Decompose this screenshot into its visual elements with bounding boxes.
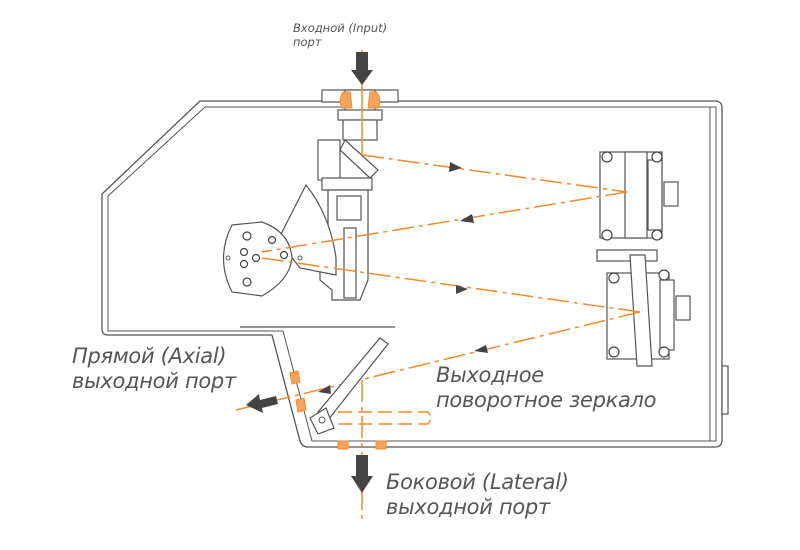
input-port-flange — [321, 89, 399, 141]
input-arrow-icon — [351, 52, 373, 85]
input-port-label: Входной (Input) порт — [293, 21, 388, 50]
turning-mirror-label: Выходное поворотное зеркало — [436, 363, 657, 413]
lateral-port-label: Боковой (Lateral) выходной порт — [386, 470, 569, 520]
turning-mirror-label-line2: поворотное зеркало — [436, 388, 657, 413]
lateral-port-label-line1: Боковой (Lateral) — [386, 470, 569, 494]
turning-mirror — [309, 337, 389, 435]
axial-port-label-line2: выходной порт — [72, 369, 236, 394]
housing — [101, 100, 729, 448]
axial-port-label: Прямой (Axial) выходной порт — [72, 344, 236, 394]
beam-paths — [235, 50, 641, 520]
turning-mirror-label-line1: Выходное — [436, 363, 544, 387]
axial-port-label-line1: Прямой (Axial) — [72, 344, 227, 368]
input-port-label-line2: порт — [293, 34, 322, 49]
direction-arrows — [246, 52, 488, 493]
input-port-label-line1: Входной (Input) — [293, 21, 388, 35]
axial-arrow-icon — [246, 394, 278, 413]
collimating-mirror — [599, 151, 679, 241]
focusing-mirror — [596, 249, 691, 367]
grating-turret — [223, 139, 379, 301]
lateral-port-label-line2: выходной порт — [386, 495, 550, 520]
lateral-arrow-icon — [351, 455, 373, 493]
